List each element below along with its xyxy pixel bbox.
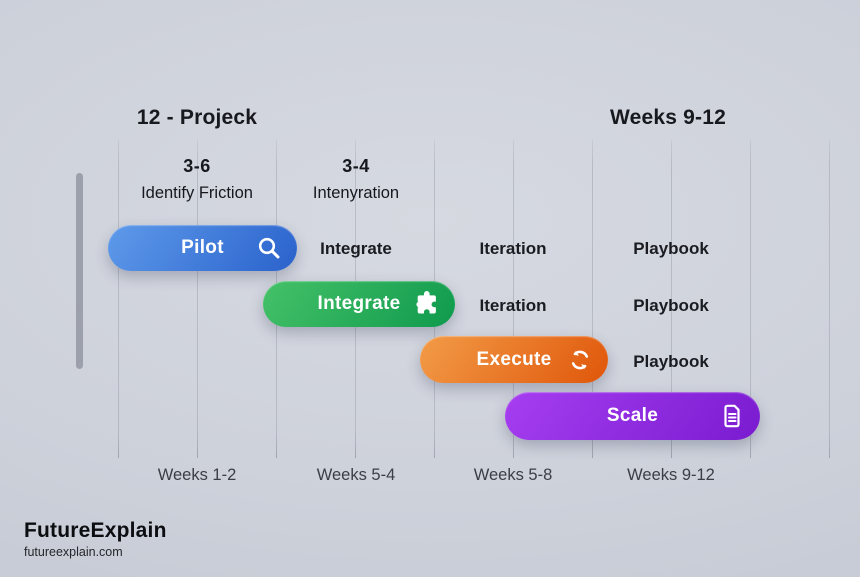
column-header-2-label: Intenyration — [312, 184, 400, 202]
brand-name: FutureExplain — [24, 519, 167, 542]
scale-pill-label: Scale — [606, 405, 659, 426]
row2-label-iteration: Iteration — [479, 296, 547, 315]
gridline — [197, 140, 198, 458]
scale-pill[interactable]: Scale — [505, 392, 760, 440]
column-header-2-value: 3-4 — [342, 156, 370, 176]
week-label-2: Weeks 5-4 — [316, 466, 396, 484]
gridline — [118, 140, 119, 458]
column-header-1-label: Identify Friction — [141, 184, 253, 202]
gridline — [671, 140, 672, 458]
gridline — [513, 140, 514, 458]
row1-label-iteration: Iteration — [479, 239, 547, 258]
row1-label-integrate: Integrate — [320, 239, 392, 258]
title-left: 12 - Projeck — [136, 106, 258, 129]
execute-pill-label: Execute — [476, 348, 552, 370]
pilot-pill-label: Pilot — [181, 237, 224, 258]
week-label-1: Weeks 1-2 — [157, 466, 237, 484]
gridline — [750, 140, 751, 458]
refresh-icon — [567, 347, 593, 373]
row1-label-playbook: Playbook — [633, 239, 709, 258]
puzzle-icon — [414, 291, 440, 317]
brand-url: futureexplain.com — [24, 545, 123, 559]
document-icon — [719, 403, 745, 429]
week-label-4: Weeks 9-12 — [627, 466, 715, 484]
week-label-3: Weeks 5-8 — [473, 466, 553, 484]
integrate-pill[interactable]: Integrate — [263, 281, 455, 327]
column-header-1-value: 3-6 — [183, 156, 211, 176]
execute-pill[interactable]: Execute — [420, 336, 608, 383]
pilot-pill[interactable]: Pilot — [108, 225, 297, 271]
integrate-pill-label: Integrate — [317, 293, 401, 314]
footer-brand-block: FutureExplain futureexplain.com — [24, 519, 167, 559]
column-header-2: 3-4 Intenyration — [216, 156, 496, 203]
row2-label-playbook: Playbook — [633, 296, 709, 315]
search-icon — [256, 235, 282, 261]
gridline — [829, 140, 830, 458]
timeline-axis-bar — [76, 173, 83, 369]
column-header-1: 3-6 Identify Friction — [57, 156, 337, 203]
row3-label-playbook: Playbook — [633, 352, 709, 371]
title-right: Weeks 9-12 — [609, 106, 727, 129]
gridline — [592, 140, 593, 458]
